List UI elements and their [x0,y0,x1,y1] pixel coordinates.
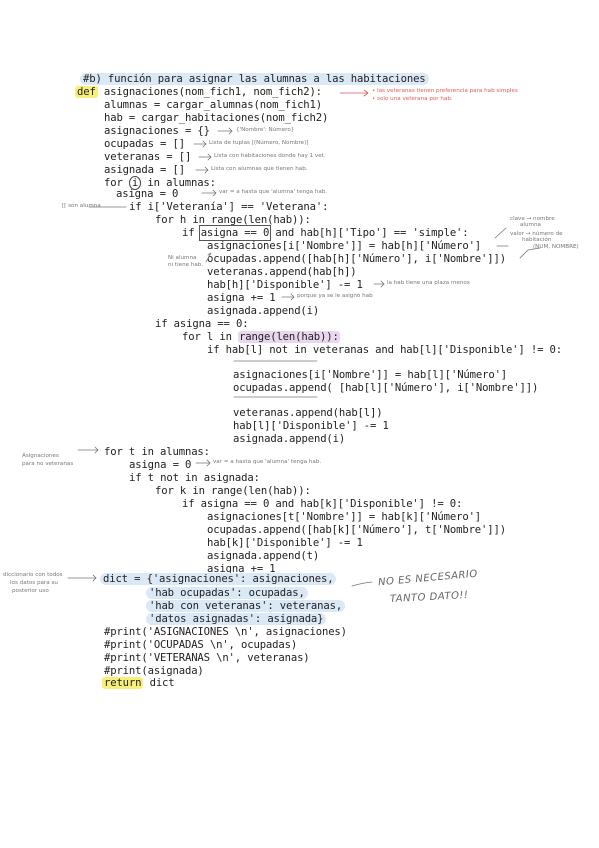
code-line: if asigna == 0: [155,318,249,330]
code-token: if [182,227,201,239]
code-line: asignada = [] [104,164,185,176]
annotation-note: clave → nombre [510,216,555,222]
annotation-note: los datos para su [10,580,58,586]
annotation-note: habitación [522,237,552,243]
code-line: return dict [102,677,175,690]
code-line: #b) función para asignar las alumnas a l… [80,73,429,86]
code-line: ocupadas = [] [104,138,185,150]
annotation-note: {'Nombre': Número} [236,127,295,133]
code-token: and hab[h]['Tipo'] == 'simple': [269,227,469,239]
annotation-note: valor → número de [510,231,563,237]
annotation-note: alumna [520,222,541,228]
highlighted-range: range(len(hab)): [238,331,340,343]
annotation-note: Lista de tuplas [(Número, Nombre)] [209,140,309,146]
code-line: 'hab ocupadas': ocupadas, [146,587,308,600]
code-token: for [104,177,129,189]
annotation-note: para no veteranas [22,461,74,467]
code-line: asignaciones[i['Nombre']] = hab[l]['Núme… [233,369,508,381]
code-token: dict [143,677,175,689]
code-line: for k in range(len(hab)): [155,485,311,497]
annotation-note: porque ya se le asignó hab [297,293,373,299]
circled-variable: i [128,176,142,190]
code-line: if hab[l] not in veteranas and hab[l]['D… [207,344,562,356]
annotation-note: ni tiene hab. [168,262,204,268]
dict-line: 'hab con veteranas': veteranas, [146,600,346,612]
code-line: ocupadas.append( [hab[l]['Número'], i['N… [233,382,539,394]
code-line: asignada.append(t) [207,550,320,562]
code-line: hab[h]['Disponible'] -= 1 [207,279,363,291]
code-line: #print('VETERANAS \n', veteranas) [104,652,310,664]
annotation-note: posterior uso [12,588,49,594]
code-line: for l in range(len(hab)): [182,331,340,344]
annotation-note: • solo una veterana por hab. [372,96,453,102]
code-line: veteranas.append(hab[h]) [207,266,357,278]
annotation-note: var = a hasta que 'alumna' tenga hab. [213,459,322,465]
annotation-note: • las veteranas tienen preferencia para … [372,88,518,94]
code-line: hab[k]['Disponible'] -= 1 [207,537,363,549]
keyword-return: return [102,677,144,689]
code-line: asignada.append(i) [207,305,320,317]
code-line: asigna = 0 [116,188,179,200]
code-line: for h in range(len(hab)): [155,214,311,226]
code-line: for i in alumnas: [104,176,216,190]
code-line: ocupadas.append([hab[k]['Número'], t['No… [207,524,506,536]
annotation-note: Ni alumna [168,255,197,261]
code-line: for t in alumnas: [104,446,210,458]
code-line: ocupadas.append([hab[h]['Número'], i['No… [207,253,506,265]
dict-line: 'hab ocupadas': ocupadas, [146,587,308,599]
annotation-note: Lista con alumnas que tienen hab. [211,166,308,172]
boxed-condition: asigna == 0 [198,225,272,241]
annotation-note: var = a hasta que 'alumna' tenga hab. [219,189,328,195]
dict-line: dict = {'asignaciones': asignaciones, [100,573,337,585]
code-line: if asigna == 0 and hab[k]['Disponible'] … [182,498,463,510]
annotation-note: la hab tiene una plaza menos [387,280,470,286]
code-line: asigna += 1 [207,292,276,304]
code-line: dict = {'asignaciones': asignaciones, [100,573,337,586]
annotation-note: diccionario con todos [3,572,63,578]
annotation-note: [[ son alumna [62,203,101,209]
code-line: asignada.append(i) [233,433,346,445]
code-line: #print('ASIGNACIONES \n', asignaciones) [104,626,347,638]
keyword-def: def [75,86,98,98]
code-line: if asigna == 0 and hab[h]['Tipo'] == 'si… [182,225,469,241]
code-line: asignaciones[t['Nombre']] = hab[k]['Núme… [207,511,482,523]
code-line: def asignaciones(nom_fich1, nom_fich2): [75,86,322,99]
code-line: #print('OCUPADAS \n', ocupadas) [104,639,298,651]
code-token: in alumnas: [141,177,216,189]
code-line: veteranas = [] [104,151,192,163]
function-signature: asignaciones(nom_fich1, nom_fich2): [97,86,322,98]
annotation-note: Asignaciones [22,453,59,459]
code-line: asignaciones[i['Nombre']] = hab[h]['Núme… [207,240,482,252]
code-line: hab = cargar_habitaciones(nom_fich2) [104,112,329,124]
code-line: asignaciones = {} [104,125,210,137]
section-comment: #b) función para asignar las alumnas a l… [80,73,429,85]
code-token: for l in [182,331,239,343]
code-line: if t not in asignada: [129,472,260,484]
annotation-note-large: TANTO DATO!! [389,589,469,606]
code-line: veteranas.append(hab[l]) [233,407,383,419]
code-line: 'hab con veteranas': veteranas, [146,600,346,613]
code-line: asigna += 1 [207,563,276,575]
code-line: alumnas = cargar_alumnas(nom_fich1) [104,99,322,111]
code-line: asigna = 0 [129,459,192,471]
annotation-note: Lista con habitaciones donde hay 1 vet. [214,153,326,159]
code-line: #print(asignada) [104,665,204,677]
code-line: 'datos asignadas': asignada} [146,613,327,626]
annotation-note: (NUM, NOMBRE) [533,244,579,250]
dict-line: 'datos asignadas': asignada} [146,613,327,625]
code-line: if i['Veteranía'] == 'Veterana': [129,201,329,213]
code-line: hab[l]['Disponible'] -= 1 [233,420,389,432]
